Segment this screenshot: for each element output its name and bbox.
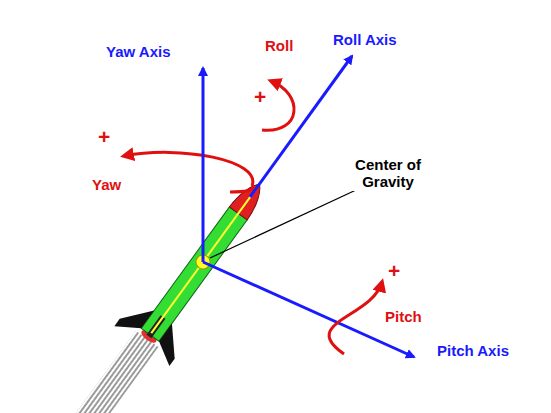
rotation-label: Pitch: [383, 308, 424, 325]
rotation-label: Roll: [263, 37, 295, 54]
sign-label: +: [386, 260, 402, 281]
sign-label: +: [252, 86, 268, 107]
sign-label: +: [96, 126, 112, 147]
rotation-label: Yaw: [90, 176, 123, 193]
callout-label: Center of Gravity: [348, 156, 428, 191]
exhaust-plume: [39, 331, 159, 413]
center-line: [151, 186, 258, 333]
roll-rotation-arrow: [262, 81, 294, 130]
roll-axis: [250, 56, 352, 197]
axis-label: Yaw Axis: [104, 43, 172, 60]
pitch-rotation-arrow: [329, 282, 382, 354]
rocket: [23, 164, 287, 413]
pitch-axis: [203, 262, 414, 357]
leader-line: [210, 190, 356, 258]
axis-label: Roll Axis: [331, 31, 399, 48]
axis-label: Pitch Axis: [435, 342, 511, 359]
yaw-axis: [202, 68, 205, 262]
yaw-rotation-arrow: [124, 152, 253, 186]
yaw-rotation-arrow: [230, 186, 253, 192]
